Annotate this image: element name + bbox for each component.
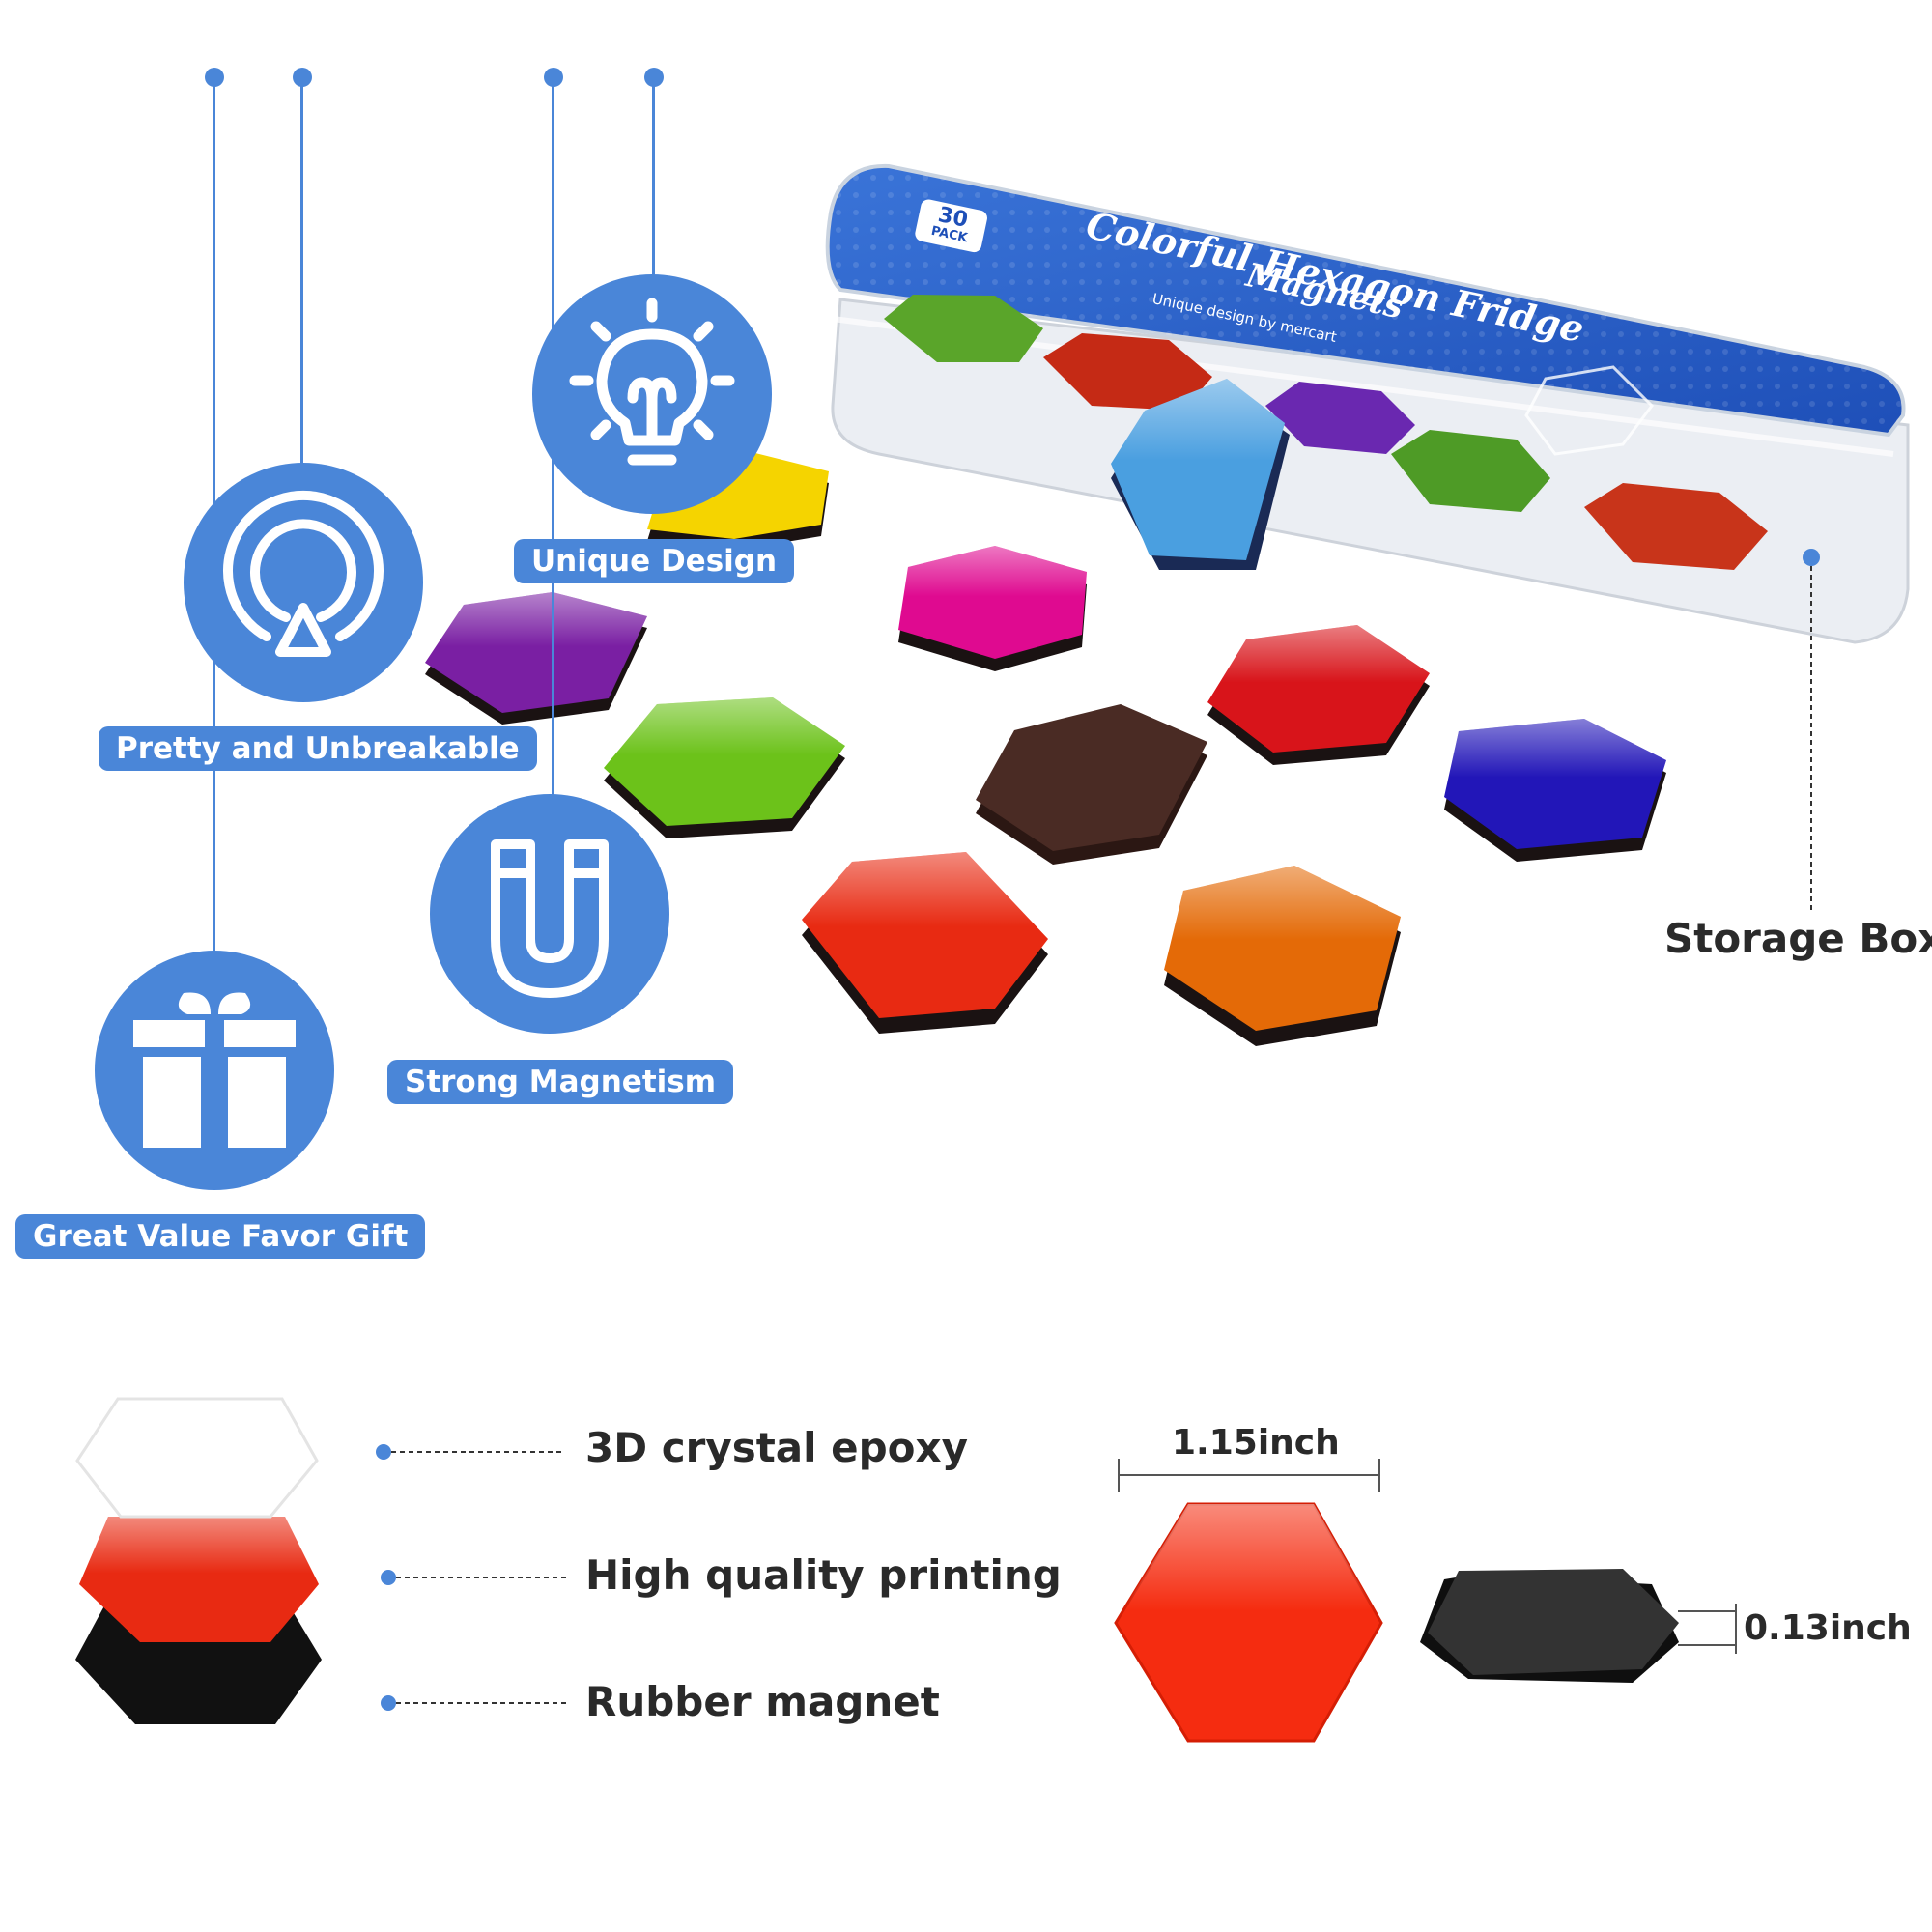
dimension-diagram bbox=[1114, 1459, 1737, 1743]
thickness-dimension-label: 0.13inch bbox=[1744, 1608, 1912, 1648]
strong-magnetism-label: Strong Magnetism bbox=[387, 1060, 734, 1104]
great-value-label: Great Value Favor Gift bbox=[15, 1214, 426, 1259]
magnet-light-blue bbox=[1111, 379, 1290, 570]
pretty-unbreakable-icon-circle bbox=[184, 463, 423, 702]
magnet-purple bbox=[425, 592, 647, 724]
unique-design-icon-circle bbox=[532, 274, 772, 514]
layer-callouts bbox=[376, 1444, 568, 1711]
connector-line-2 bbox=[300, 77, 303, 464]
gift-icon bbox=[133, 992, 296, 1148]
magnet-icon bbox=[491, 839, 609, 998]
strong-magnetism-icon-circle bbox=[430, 794, 669, 1034]
storage-box-label: Storage Box bbox=[1664, 915, 1932, 962]
pretty-unbreakable-label: Pretty and Unbreakable bbox=[99, 726, 537, 771]
layer-label-printing: High quality printing bbox=[585, 1551, 1062, 1599]
magnet-brown bbox=[976, 704, 1208, 865]
width-dimension-label: 1.15inch bbox=[1172, 1423, 1340, 1463]
great-value-icon-circle bbox=[95, 951, 334, 1190]
lightbulb-icon bbox=[569, 298, 735, 466]
layer-label-rubber: Rubber magnet bbox=[585, 1678, 940, 1725]
connector-line-4 bbox=[652, 77, 655, 280]
magnet-blue bbox=[1444, 719, 1666, 862]
magnet-red bbox=[1208, 625, 1430, 765]
magnet-orange bbox=[1164, 866, 1401, 1046]
ring-icon bbox=[223, 490, 384, 657]
boxed-magnets bbox=[884, 295, 1768, 570]
magnet-orange-red bbox=[802, 852, 1048, 1034]
layer-stack bbox=[75, 1397, 322, 1724]
magnet-pink bbox=[898, 546, 1087, 671]
layer-label-epoxy: 3D crystal epoxy bbox=[585, 1424, 969, 1471]
unique-design-label: Unique Design bbox=[514, 539, 795, 583]
magnet-green bbox=[604, 697, 845, 838]
loose-magnets bbox=[425, 379, 1666, 1046]
